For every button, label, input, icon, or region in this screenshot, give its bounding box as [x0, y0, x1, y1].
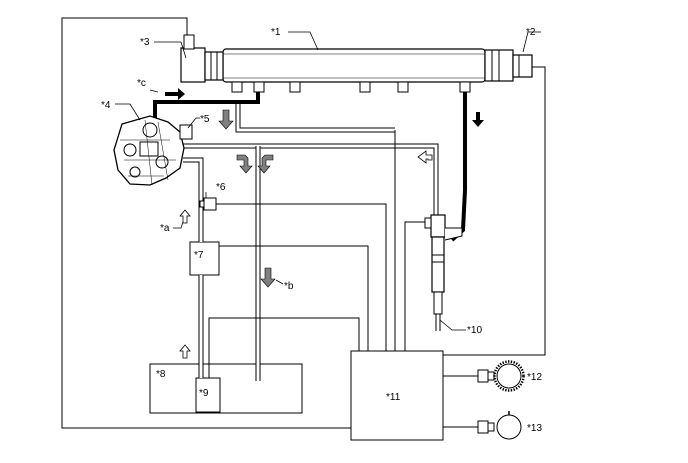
return-pipe [183, 100, 439, 381]
label-a: *a [160, 223, 170, 234]
flow-arrow-c [165, 88, 185, 100]
flow-arrow-bend-2 [257, 154, 274, 174]
label-5: *5 [200, 114, 210, 125]
label-3: *3 [140, 37, 150, 48]
flow-arrow-bend-1 [236, 154, 253, 174]
label-9: *9 [199, 388, 209, 399]
wiring [61, 17, 546, 429]
label-11: *11 [386, 392, 401, 403]
label-6: *6 [216, 182, 226, 193]
feed-pipe [183, 157, 204, 378]
rail-pressure-sensor [484, 49, 533, 82]
flow-arrow-b [260, 267, 276, 288]
suction-filter [195, 377, 221, 413]
fuel-filter [189, 241, 220, 276]
label-13: *13 [527, 423, 542, 434]
label-7: *7 [194, 250, 204, 261]
flow-arrow-rail-return [218, 109, 234, 130]
common-rail [222, 48, 486, 93]
leader-lines [115, 31, 541, 331]
crank-position-sensor [477, 360, 525, 392]
label-4: *4 [101, 100, 111, 111]
flow-arrow-injector [472, 112, 484, 127]
supply-pump [113, 115, 193, 186]
cam-position-sensor [477, 411, 522, 440]
fuel-temp-sensor [199, 197, 217, 211]
injector [424, 214, 463, 331]
label-12: *12 [527, 372, 542, 383]
label-1: *1 [271, 27, 281, 38]
label-2: *2 [526, 27, 536, 38]
label-c: *c [137, 78, 146, 89]
flow-arrow-a [179, 209, 191, 224]
label-b: *b [284, 281, 294, 292]
pressure-discharge-valve [180, 34, 224, 83]
label-8: *8 [156, 369, 166, 380]
flow-arrow-tank [179, 344, 191, 359]
flow-arrow-bend-3 [417, 150, 433, 164]
fuel-tank [149, 363, 303, 414]
ecu-box [350, 350, 444, 441]
label-10: *10 [467, 325, 482, 336]
